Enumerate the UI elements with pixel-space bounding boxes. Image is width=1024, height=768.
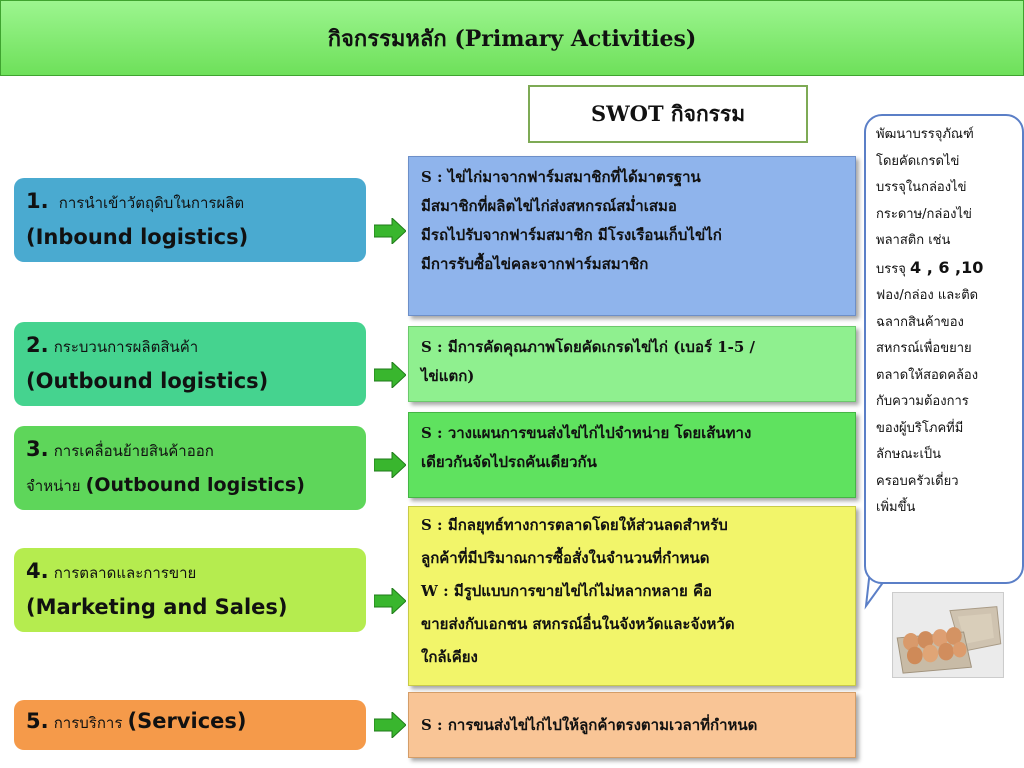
page-title-banner: กิจกรรมหลัก (Primary Activities) [0,0,1024,76]
swot-box-1-line: มีรถไปรับจากฟาร์มสมาชิก มีโรงเรือนเก็บไข… [421,226,722,244]
swot-box-1-line: มีสมาชิกที่ผลิตไข่ไก่ส่งสหกรณ์สม่ำเสมอ [421,197,677,215]
activity-3-thai-line1: การเคลื่อนย้ายสินค้าออก [53,442,214,460]
swot-box-4: S : มีกลยุทธ์ทางการตลาดโดยให้ส่วนลดสำหรั… [408,506,856,686]
callout-pack-numbers: 4 , 6 ,10 [909,257,984,277]
activity-5-thai: การบริการ [53,714,123,732]
arrow-right-icon [374,362,406,388]
egg-carton-image [892,592,1004,678]
callout-line: ฟอง/กล่อง และติด [876,288,979,303]
arrow-right-icon [374,452,406,478]
activity-1-english: (Inbound logistics) [26,225,249,249]
swot-label-box: SWOT กิจกรรม [528,85,808,143]
callout-line: กระดาษ/กล่องไข่ [876,206,972,222]
activity-2-number: 2. [26,333,49,357]
swot-label: SWOT กิจกรรม [590,100,746,126]
callout-line: โดยคัดเกรดไข่ [876,153,960,169]
callout-note: พัฒนาบรรจุภัณฑ์ โดยคัดเกรดไข่ บรรจุในกล่… [864,114,1024,584]
activity-4: 4. การตลาดและการขาย (Marketing and Sales… [14,548,366,632]
activity-2-english: (Outbound logistics) [26,369,269,393]
callout-line: ลักษณะเป็น [876,447,942,462]
swot-box-4-line: ลูกค้าที่มีปริมาณการซื้อสั่งในจำนวนที่กำ… [421,549,710,567]
arrow-right-icon [374,712,406,738]
swot-box-4-line: S : มีกลยุทธ์ทางการตลาดโดยให้ส่วนลดสำหรั… [421,516,728,534]
activity-1: 1. การนำเข้าวัตถุดิบในการผลิต (Inbound l… [14,178,366,262]
callout-pack-prefix: บรรจุ [876,261,906,277]
activity-1-thai: การนำเข้าวัตถุดิบในการผลิต [58,194,245,212]
swot-box-4-line: W : มีรูปแบบการขายไข่ไก่ไม่หลากหลาย คือ [421,582,713,600]
swot-box-5: S : การขนส่งไข่ไก่ไปให้ลูกค้าตรงตามเวลาท… [408,692,856,758]
callout-line: พลาสติก เช่น [876,233,951,248]
callout-line: กับความต้องการ [876,394,969,409]
callout-line: สหกรณ์เพื่อขยาย [876,341,972,356]
swot-box-3: S : วางแผนการขนส่งไข่ไก่ไปจำหน่าย โดยเส้… [408,412,856,498]
swot-box-3-line: เดียวกันจัดไปรถคันเดียวกัน [421,453,597,471]
activity-5-number: 5. [26,709,49,733]
swot-box-1-line: S : ไข่ไก่มาจากฟาร์มสมาชิกที่ได้มาตรฐาน [421,168,701,186]
swot-box-4-line: ขายส่งกับเอกชน สหกรณ์อื่นในจังหวัดและจัง… [421,615,735,633]
callout-line: ครอบครัวเดี่ยว [876,473,959,489]
callout-line: เพิ่มขึ้น [876,500,916,515]
page-title: กิจกรรมหลัก (Primary Activities) [327,25,697,52]
callout-line: ฉลากสินค้าของ [876,314,964,330]
swot-box-4-line: ใกล้เคียง [421,648,478,666]
swot-box-1: S : ไข่ไก่มาจากฟาร์มสมาชิกที่ได้มาตรฐาน … [408,156,856,316]
swot-box-1-line: มีการรับซื้อไข่คละจากฟาร์มสมาชิก [421,255,649,273]
swot-box-2-line: ไข่แตก) [421,367,475,385]
activity-4-english: (Marketing and Sales) [26,595,288,619]
swot-box-3-line: S : วางแผนการขนส่งไข่ไก่ไปจำหน่าย โดยเส้… [421,424,752,442]
swot-box-2: S : มีการคัดคุณภาพโดยคัดเกรดไข่ไก่ (เบอร… [408,326,856,402]
activity-3-thai-line2: จำหน่าย [26,477,81,495]
arrow-right-icon [374,218,406,244]
activity-2: 2. กระบวนการผลิตสินค้า (Outbound logisti… [14,322,366,406]
callout-line: พัฒนาบรรจุภัณฑ์ [876,127,974,142]
activity-3-english: (Outbound logistics) [85,474,305,496]
activity-1-number: 1. [26,189,49,213]
activity-2-thai: กระบวนการผลิตสินค้า [53,338,199,356]
activity-5-english: (Services) [127,709,247,733]
activity-4-number: 4. [26,559,49,583]
callout-line: ของผู้บริโภคที่มี [876,420,964,436]
activity-4-thai: การตลาดและการขาย [53,564,197,582]
swot-box-5-line: S : การขนส่งไข่ไก่ไปให้ลูกค้าตรงตามเวลาท… [421,715,758,734]
activity-3-number: 3. [26,437,49,461]
callout-line: บรรจุในกล่องไข่ [876,180,967,195]
activity-3: 3. การเคลื่อนย้ายสินค้าออก จำหน่าย (Outb… [14,426,366,510]
activity-5: 5. การบริการ (Services) [14,700,366,750]
swot-box-2-line: S : มีการคัดคุณภาพโดยคัดเกรดไข่ไก่ (เบอร… [421,338,756,356]
callout-line: ตลาดให้สอดคล้อง [876,367,979,383]
arrow-right-icon [374,588,406,614]
